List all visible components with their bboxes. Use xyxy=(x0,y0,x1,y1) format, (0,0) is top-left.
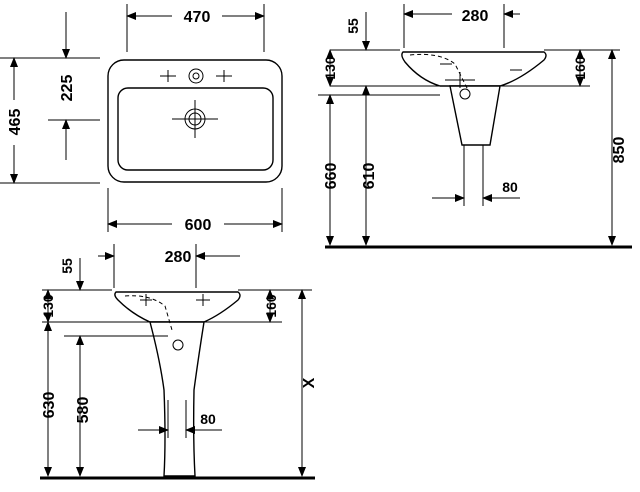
dim-variable-x: X xyxy=(301,377,318,388)
dim-base-height-upper: 660 xyxy=(323,163,340,190)
dim-bowl-depth-lower: 160 xyxy=(263,294,279,318)
dim-rim-to-floor-upper: 850 xyxy=(611,137,628,164)
dim-width-bottom: 600 xyxy=(185,217,212,234)
dim-height-offset: 225 xyxy=(59,75,76,102)
drain xyxy=(172,100,218,138)
dim-width-top-lower: 280 xyxy=(165,249,192,266)
pedestal-lower xyxy=(149,321,205,477)
bowl-upper xyxy=(401,51,547,87)
dim-offset-top-upper: 55 xyxy=(345,18,361,34)
bowl-lower xyxy=(114,291,241,323)
dim-drain-offset-lower: 80 xyxy=(200,411,216,427)
top-view: 470 465 225 600 xyxy=(0,4,283,234)
dim-bowl-height-upper: 130 xyxy=(322,56,338,80)
side-view-lower: 280 55 130 630 580 160 X 80 xyxy=(40,244,318,480)
dim-width-top-upper: 280 xyxy=(462,8,489,25)
dim-height-total: 465 xyxy=(7,109,24,136)
dim-drain-height-upper: 610 xyxy=(361,163,378,190)
dim-base-height-lower: 630 xyxy=(41,392,58,419)
side-view-upper: 280 55 130 660 610 160 850 80 xyxy=(318,4,632,249)
pedestal-upper xyxy=(449,85,501,146)
dim-bowl-depth-upper: 160 xyxy=(572,56,588,80)
dim-offset-top-lower: 55 xyxy=(59,258,75,274)
tap-holes xyxy=(160,68,232,84)
dim-drain-offset-upper: 80 xyxy=(502,179,518,195)
dim-bowl-height-lower: 130 xyxy=(40,294,56,318)
dim-drain-height-lower: 580 xyxy=(75,397,92,424)
dim-width-top: 470 xyxy=(184,9,211,26)
